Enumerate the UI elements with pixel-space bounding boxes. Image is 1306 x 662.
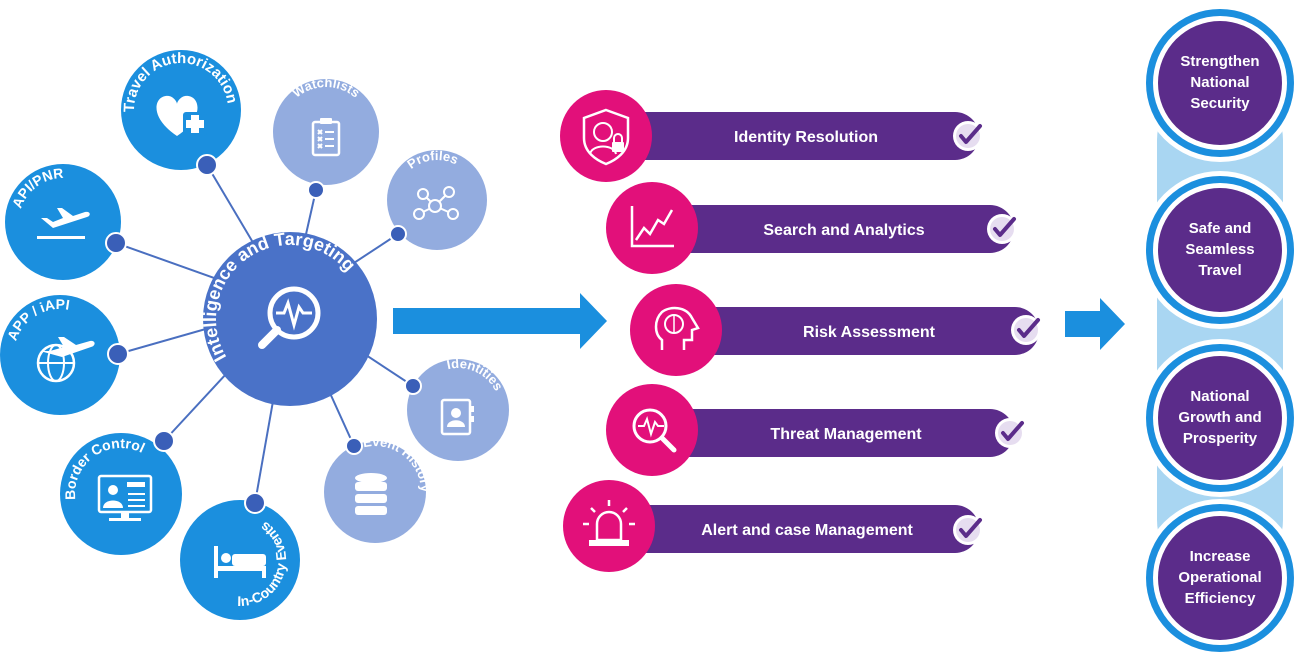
capability-alert-and-case-management[interactable]: Alert and case Management	[563, 480, 983, 572]
database-icon	[355, 473, 387, 515]
source-identities[interactable]: Identities	[407, 347, 511, 461]
network-people-icon	[413, 186, 459, 220]
outcome-line: Seamless	[1185, 241, 1254, 258]
capability-label: Identity Resolution	[734, 129, 878, 146]
analytics-magnifier-icon	[258, 286, 321, 349]
head-brain-icon	[654, 306, 700, 350]
outcome-line: Security	[1190, 95, 1250, 112]
outcome-line: Increase	[1190, 548, 1251, 565]
checkmark-icon	[953, 515, 983, 545]
plane-departure-icon	[37, 208, 90, 239]
source-api-pnr[interactable]: API/PNR	[2, 162, 121, 280]
checkmark-icon	[953, 121, 983, 151]
outcome-increase-operational-efficiency[interactable]: Increase Operational Efficiency	[1141, 499, 1299, 657]
outcome-national-growth-and-prosperity[interactable]: National Growth and Prosperity	[1141, 339, 1299, 497]
outcome-line: Safe and	[1189, 220, 1252, 237]
source-app-iapi[interactable]: APP / iAPI	[0, 288, 120, 415]
outcome-line: Growth and	[1178, 409, 1261, 426]
siren-icon	[583, 500, 635, 546]
capability-label: Alert and case Management	[701, 522, 913, 539]
outcome-line: Travel	[1198, 262, 1241, 279]
outcomes-list: Strengthen National Security Safe and Se…	[1141, 4, 1299, 657]
bed-icon	[214, 546, 266, 578]
source-profiles[interactable]: Profiles	[387, 145, 487, 250]
capability-search-and-analytics[interactable]: Search and Analytics	[606, 182, 1017, 274]
capability-risk-assessment[interactable]: Risk Assessment	[630, 284, 1041, 376]
outcome-strengthen-national-security[interactable]: Strengthen National Security	[1141, 4, 1299, 162]
capability-label: Threat Management	[770, 426, 922, 443]
capability-label: Risk Assessment	[803, 324, 936, 341]
outcome-safe-and-seamless-travel[interactable]: Safe and Seamless Travel	[1141, 171, 1299, 329]
capability-threat-management[interactable]: Threat Management	[606, 384, 1025, 476]
officer-screen-icon	[97, 474, 153, 521]
outcome-line: Strengthen	[1180, 53, 1259, 70]
outcome-line: Efficiency	[1185, 590, 1257, 607]
globe-plane-icon	[36, 337, 95, 383]
source-in-country-events[interactable]: In-Country Events	[180, 500, 301, 620]
source-travel-authorization[interactable]: Travel Authorization	[116, 45, 241, 170]
source-watchlists[interactable]: Watchlists	[273, 75, 379, 185]
checklist-icon	[311, 118, 341, 157]
checkmark-icon	[995, 418, 1025, 448]
flow-arrow-sources-to-capabilities	[393, 293, 607, 349]
capability-identity-resolution[interactable]: Identity Resolution	[560, 90, 983, 182]
connector-dots	[105, 154, 422, 514]
contact-book-icon	[440, 398, 474, 436]
outcome-line: Operational	[1178, 569, 1261, 586]
checkmark-icon	[1011, 315, 1041, 345]
outcome-line: National	[1190, 74, 1249, 91]
magnifier-pulse-icon	[632, 408, 677, 453]
shield-face-lock-icon	[582, 108, 630, 166]
line-chart-icon	[630, 206, 674, 248]
outcome-line: Prosperity	[1183, 430, 1258, 447]
flow-arrow-capabilities-to-outcomes	[1065, 298, 1125, 350]
checkmark-icon	[987, 214, 1017, 244]
capabilities-list: Identity Resolution Search and Analytics	[560, 90, 1041, 572]
hub-intelligence-and-targeting[interactable]: Intelligence and Targeting	[165, 194, 377, 406]
capability-label: Search and Analytics	[763, 222, 924, 239]
outcome-line: National	[1190, 388, 1249, 405]
heart-plus-icon	[156, 95, 207, 136]
